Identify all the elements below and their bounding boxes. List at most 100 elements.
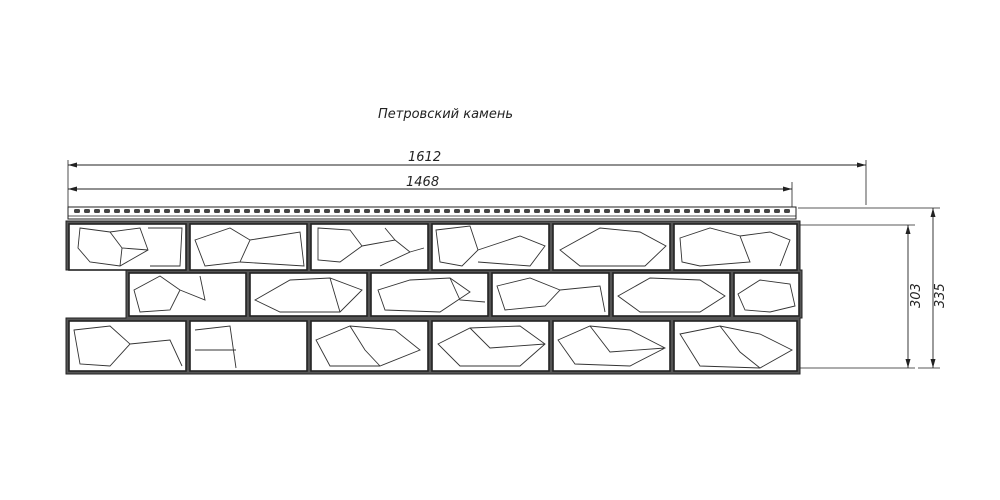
nail-slot: [644, 209, 650, 213]
nail-slot: [374, 209, 380, 213]
drawing-title: Петровский камень: [378, 107, 513, 122]
dimension-total-height-label: 335: [933, 283, 948, 308]
brick: [128, 272, 247, 317]
nail-slot: [654, 209, 660, 213]
nail-slot: [194, 209, 200, 213]
brick: [612, 272, 731, 317]
nail-slot: [514, 209, 520, 213]
nail-slot: [174, 209, 180, 213]
nail-slot: [634, 209, 640, 213]
nail-slot: [204, 209, 210, 213]
nail-slot: [344, 209, 350, 213]
dimension-visible-width-label: 1468: [406, 175, 439, 190]
nail-slot: [704, 209, 710, 213]
nail-slot: [584, 209, 590, 213]
nail-slot: [694, 209, 700, 213]
nail-slot: [94, 209, 100, 213]
nail-slot: [254, 209, 260, 213]
nail-slot: [484, 209, 490, 213]
nail-slot: [384, 209, 390, 213]
brick: [552, 223, 671, 271]
nail-slot: [134, 209, 140, 213]
nail-slot: [554, 209, 560, 213]
brick-row-2: [128, 272, 800, 317]
brick: [552, 320, 671, 372]
nail-slot: [464, 209, 470, 213]
nail-slots: [74, 209, 790, 213]
brick: [68, 223, 187, 271]
dimension-total-width-label: 1612: [408, 150, 441, 165]
dimension-total-width: 1612: [67, 150, 867, 216]
brick-row-1: [68, 223, 798, 271]
brick: [370, 272, 489, 317]
nail-slot: [574, 209, 580, 213]
nail-slot: [524, 209, 530, 213]
nail-slot: [454, 209, 460, 213]
dimension-visible-height-label: 303: [909, 283, 924, 308]
dimension-visible-height: 303: [800, 224, 924, 369]
nail-slot: [624, 209, 630, 213]
nail-slot: [434, 209, 440, 213]
stone-texture: [73, 225, 796, 369]
nail-slot: [244, 209, 250, 213]
nail-slot: [754, 209, 760, 213]
nail-slot: [74, 209, 80, 213]
nail-slot: [534, 209, 540, 213]
nail-slot: [354, 209, 360, 213]
brick: [68, 320, 187, 372]
nail-slot: [394, 209, 400, 213]
nail-slot: [504, 209, 510, 213]
nail-slot: [724, 209, 730, 213]
nail-slot: [764, 209, 770, 213]
brick: [189, 320, 308, 372]
nail-slot: [544, 209, 550, 213]
nail-slot: [364, 209, 370, 213]
brick: [491, 272, 610, 317]
nail-slot: [314, 209, 320, 213]
dimension-visible-width: 1468: [68, 175, 793, 212]
nail-slot: [234, 209, 240, 213]
brick: [673, 223, 798, 271]
nail-slot: [674, 209, 680, 213]
brick: [249, 272, 368, 317]
nail-slot: [224, 209, 230, 213]
brick: [733, 272, 800, 317]
nail-slot: [444, 209, 450, 213]
nail-slot: [164, 209, 170, 213]
nail-slot: [684, 209, 690, 213]
brick: [310, 223, 429, 271]
dimension-total-height: 335: [798, 207, 948, 369]
nail-slot: [614, 209, 620, 213]
nail-slot: [784, 209, 790, 213]
nail-slot: [154, 209, 160, 213]
nail-slot: [124, 209, 130, 213]
nail-slot: [264, 209, 270, 213]
nail-slot: [114, 209, 120, 213]
brick: [431, 320, 550, 372]
nail-slot: [104, 209, 110, 213]
nail-slot: [774, 209, 780, 213]
nail-slot: [334, 209, 340, 213]
nail-slot: [404, 209, 410, 213]
nail-slot: [714, 209, 720, 213]
nail-slot: [84, 209, 90, 213]
siding-panel: [65, 206, 803, 375]
nail-slot: [424, 209, 430, 213]
nail-slot: [414, 209, 420, 213]
nail-slot: [284, 209, 290, 213]
brick: [189, 223, 308, 271]
nail-slot: [604, 209, 610, 213]
nail-slot: [564, 209, 570, 213]
nail-slot: [294, 209, 300, 213]
nail-slot: [324, 209, 330, 213]
nail-slot: [274, 209, 280, 213]
nail-slot: [494, 209, 500, 213]
nail-slot: [474, 209, 480, 213]
brick: [310, 320, 429, 372]
nail-slot: [144, 209, 150, 213]
nail-slot: [734, 209, 740, 213]
nail-slot: [304, 209, 310, 213]
nail-slot: [664, 209, 670, 213]
nail-slot: [184, 209, 190, 213]
